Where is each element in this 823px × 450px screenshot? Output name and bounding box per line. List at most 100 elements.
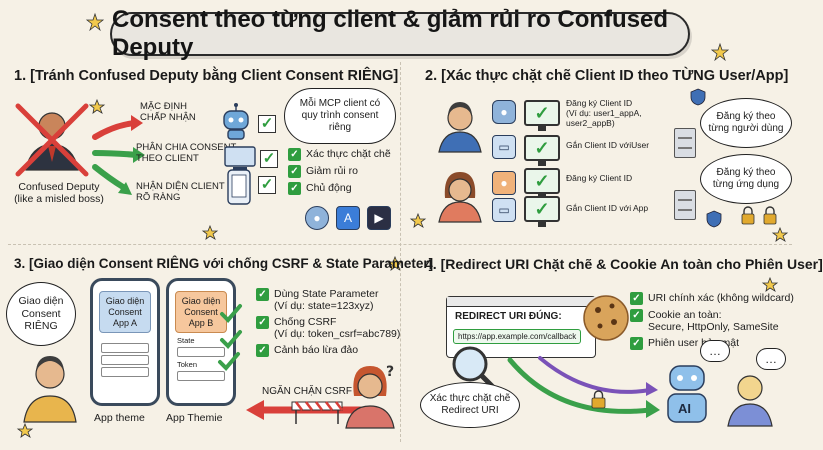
robot-icon [223, 103, 249, 140]
check-icon: ✓ [288, 165, 301, 178]
arrow-split-consent-label: PHÂN CHIA CONSENT THEO CLIENT [136, 142, 237, 164]
panel3-bullet-list: ✓ Dùng State Parameter(Ví dụ: state=123xy… [256, 288, 401, 361]
star-icon [771, 226, 789, 242]
bullet-item: ✓ Xác thực chặt chẽ [288, 148, 398, 161]
consent-app-b-title: Giao diện Consent App B [175, 291, 227, 334]
csrf-block-arrow [246, 400, 364, 424]
panel2-heading: 2. [Xác thực chặt chẽ Client ID theo TỪN… [425, 68, 789, 84]
register-per-app-bubble: Đăng ký theo từng ứng dụng [700, 154, 792, 204]
bullet-text: Giảm rủi ro [306, 165, 358, 177]
check-icon: ✓ [258, 176, 276, 194]
verify-redirect-bubble: Xác thực chặt chẽ Redirect URI [420, 382, 520, 428]
shield-icon [690, 88, 706, 106]
register-client-id-user-text: Đăng ký Client ID (Ví dụ: user1_appA, us… [566, 98, 642, 129]
bullet-item: ✓ Dùng State Parameter(Ví dụ: state=123xy… [256, 288, 401, 312]
per-client-consent-bubble: Mỗi MCP client có quy trình consent riên… [284, 88, 396, 144]
validation-checks [218, 304, 242, 371]
browser-titlebar [447, 297, 595, 307]
consent-field[interactable] [101, 367, 149, 378]
consent-arrows [92, 115, 145, 195]
phone-icon [227, 169, 251, 205]
redirect-uri-label: REDIRECT URI ĐÚNG: [455, 311, 562, 322]
check-icon: ✓ [288, 148, 301, 161]
lock-icon [591, 390, 606, 409]
panel1-heading: 1. [Tránh Confused Deputy bằng Client Co… [14, 68, 399, 84]
bullet-item: ✓ URI chính xác (không wildcard) [630, 292, 800, 305]
check-icon: ✓ [630, 292, 643, 305]
vertical-divider [400, 62, 401, 442]
bullet-text: Dùng State Parameter(Ví dụ: state=123xyz… [274, 288, 379, 313]
user-card-icon: ● [492, 100, 516, 124]
server-icon [674, 128, 696, 158]
lock-icon [763, 206, 777, 225]
star-icon [710, 42, 730, 62]
star-icon [761, 276, 779, 292]
decor-layer [16, 12, 789, 438]
app-store-icon: A [336, 206, 360, 230]
bullet-text: Chống CSRF(Ví dụ: token_csrf=abc789) [274, 316, 401, 341]
arrow-identify-client-label: NHẬN DIỆN CLIENT RÕ RÀNG [136, 181, 225, 203]
woman-avatar-icon [438, 172, 482, 223]
verified-monitor-icon: ✓ [524, 135, 560, 166]
panel3-heading: 3. [Giao diện Consent RIÊNG với chống CS… [14, 256, 434, 271]
bind-client-id-app-text: Gắn Client ID với App [566, 203, 649, 213]
token-field-label: Token [177, 360, 198, 370]
deputy-label: Confused Deputy (like a misled boss) [14, 181, 104, 205]
bind-client-id-user-text: Gắn Client ID vớiUser [566, 140, 650, 150]
redirect-uri-field[interactable]: https://app.example.com/callback [453, 329, 582, 344]
bullet-item: ✓Cookie an toàn:Secure, HttpOnly, SameSi… [630, 309, 800, 333]
panel4-heading: 4. [Redirect URI Chặt chẽ & Cookie An to… [425, 256, 823, 272]
register-client-id-app-text: Đăng ký Client ID [566, 173, 633, 183]
consent-app-a-title: Giao diện Consent App A [99, 291, 151, 334]
check-icon: ✓ [630, 309, 643, 322]
check-icon: ✓ [256, 316, 269, 330]
star-icon [409, 212, 427, 228]
star-icon [16, 422, 34, 438]
star-icon [201, 224, 219, 240]
server-icon [674, 190, 696, 220]
bullet-text: Cảnh báo lừa đảo [274, 344, 359, 357]
verified-monitor-icon: ✓ [524, 100, 560, 131]
consent-field[interactable] [101, 343, 149, 354]
separate-consent-bubble: Giao diện Consent RIÊNG [6, 282, 76, 346]
shield-icon [706, 210, 722, 228]
robot-thought-bubble: … [700, 340, 730, 362]
ai-label: AI [678, 401, 691, 416]
woman-thinking-figure: ? [345, 364, 395, 429]
user-figure [727, 375, 773, 427]
bullet-item: ✓ Chống CSRF(Ví dụ: token_csrf=abc789) [256, 316, 401, 340]
deputy-label-line2: (like a misled boss) [14, 193, 104, 206]
bullet-item: ✓ Chủ động [288, 182, 398, 195]
bullet-text: Xác thực chặt chẽ [306, 148, 391, 160]
phone-consent-app-a: Giao diện Consent App A [90, 278, 160, 406]
bullet-text: Chủ động [306, 182, 352, 194]
check-icon: ✓ [288, 182, 301, 195]
user-thought-bubble: … [756, 348, 786, 370]
caption-app-theme-a: App theme [94, 412, 145, 424]
man-thinking-figure [23, 356, 77, 423]
check-icon: ✓ [258, 115, 276, 133]
state-input[interactable] [177, 347, 225, 358]
caption-app-theme-b: App Themie [166, 412, 223, 424]
play-store-icon: ▶ [367, 206, 391, 230]
bullet-text: URI chính xác (không wildcard) [648, 292, 794, 304]
consent-field[interactable] [101, 355, 149, 366]
user-card-icon: ● [492, 171, 516, 195]
verified-monitor-icon: ✓ [524, 196, 560, 227]
man-avatar-icon [438, 102, 482, 153]
redirect-flow-arrows [507, 356, 660, 418]
token-input[interactable] [177, 371, 225, 382]
star-icon [88, 98, 106, 114]
bullet-item: ✓ Cảnh báo lừa đảo [256, 344, 401, 358]
user-avatar-icon: ● [305, 206, 329, 230]
panel1-bullet-list: ✓ Xác thực chặt chẽ ✓ Giảm rủi ro ✓ Chủ độn… [288, 148, 398, 199]
check-icon: ✓ [256, 288, 269, 301]
device-icon: ▭ [492, 198, 516, 222]
block-csrf-label: NGĂN CHẶN CSRF [262, 386, 353, 397]
lock-icon [741, 206, 755, 225]
register-per-user-bubble: Đăng ký theo từng người dùng [700, 98, 792, 148]
check-icon: ✓ [260, 150, 278, 168]
state-field-label: State [177, 336, 195, 346]
star-icon [85, 12, 105, 32]
check-icon: ✓ [256, 344, 269, 358]
